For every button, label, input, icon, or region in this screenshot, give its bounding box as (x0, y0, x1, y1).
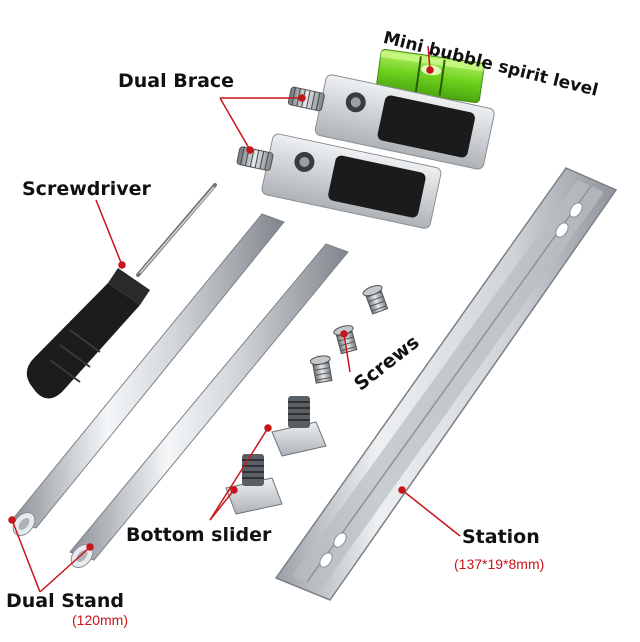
dual-brace-lower (236, 133, 442, 229)
station-size-label: (137*19*8mm) (454, 556, 545, 572)
spirit-level (376, 48, 485, 104)
screwdriver-label: Screwdriver (22, 178, 151, 200)
dual-brace-label: Dual Brace (118, 70, 235, 92)
leader-lines (8, 45, 461, 593)
bottom-slider-2 (225, 454, 283, 515)
dual-stand-size-label: (120mm) (72, 612, 129, 628)
dual-stand-rod-left (11, 213, 285, 537)
screw-3 (309, 355, 333, 384)
station-label: Station (462, 526, 540, 548)
dual-brace-upper (287, 74, 495, 170)
screwdriver (26, 183, 217, 399)
screw-1 (362, 285, 389, 315)
bottom-slider-label: Bottom slider (126, 524, 272, 546)
bottom-slider-1 (271, 396, 327, 457)
dual-stand-label: Dual Stand (6, 590, 124, 612)
station-rail (274, 167, 618, 601)
